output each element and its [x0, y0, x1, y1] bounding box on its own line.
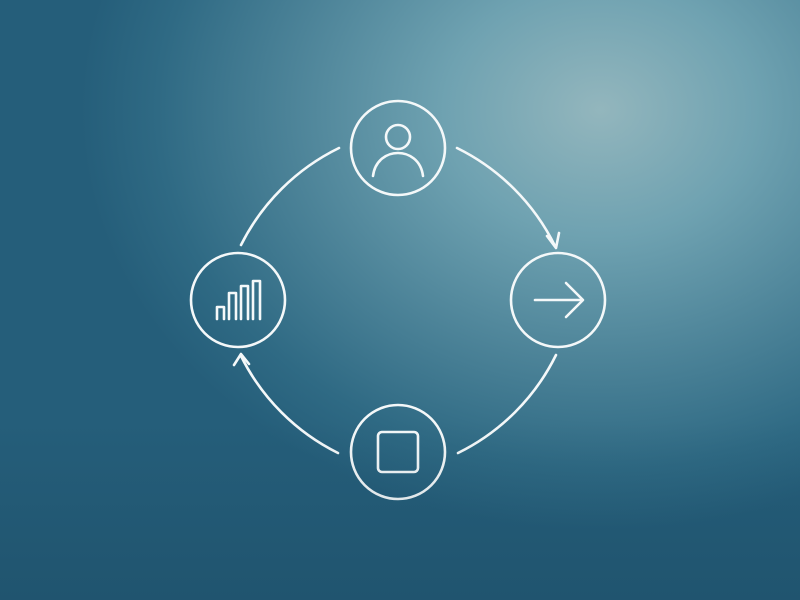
arrowhead-right [545, 231, 561, 250]
node-right [509, 251, 607, 349]
connector-right-to-bottom [456, 353, 558, 455]
connector-left-to-top [239, 146, 341, 247]
bar-chart-icon [215, 279, 262, 321]
square-icon [376, 430, 420, 474]
connector-top-to-right [455, 146, 557, 248]
arrowhead-left [232, 352, 251, 367]
user-icon [371, 123, 425, 178]
arrow-right-icon [533, 281, 585, 319]
connector-bottom-to-left [239, 354, 340, 455]
node-left [189, 251, 287, 349]
node-bottom [349, 403, 447, 501]
node-top [349, 99, 447, 197]
